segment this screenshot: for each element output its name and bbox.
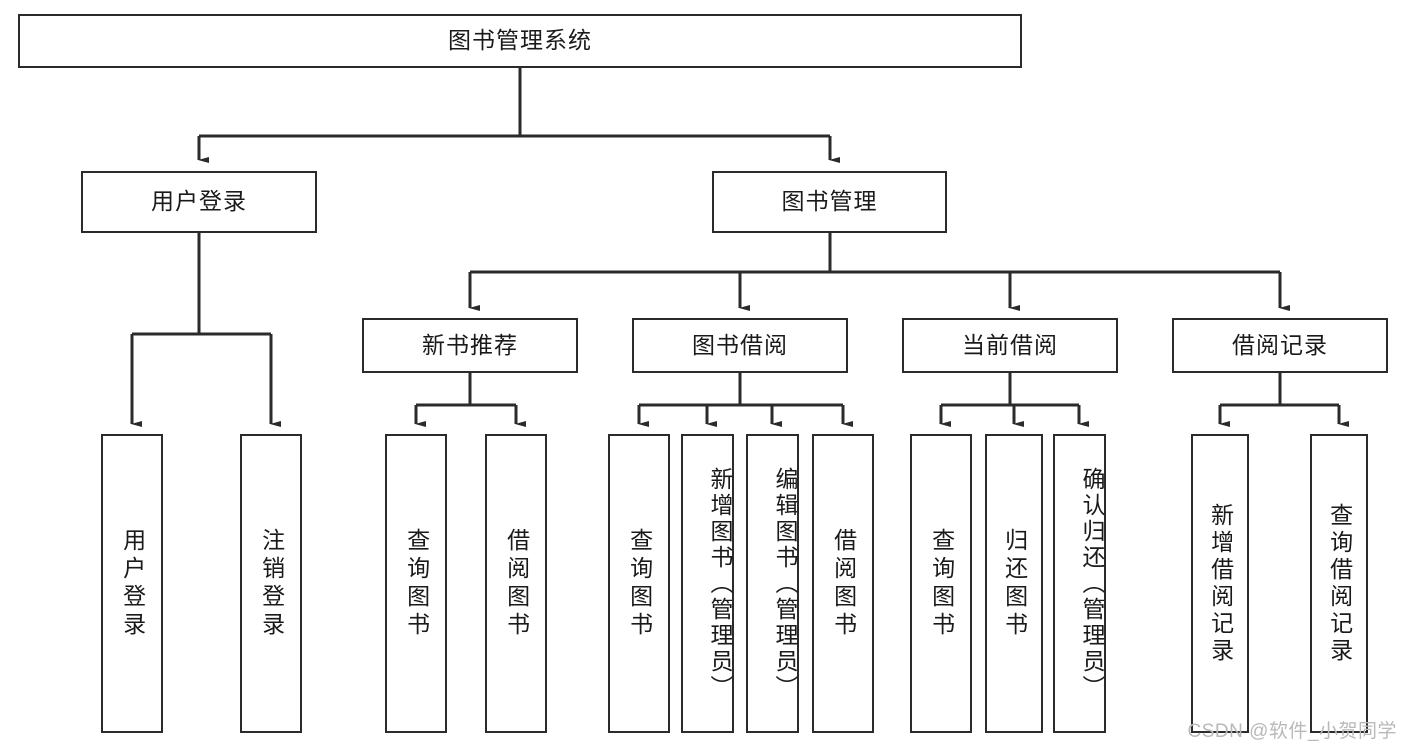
node-leaf-query-book-1[interactable]: 查询图书 [385,434,447,733]
node-leaf-edit-book-label: 编辑图书（管理员） [772,466,798,701]
node-book-manage-label: 图书管理 [781,188,878,215]
node-root[interactable]: 图书管理系统 [18,14,1022,68]
node-leaf-user-logout[interactable]: 注销登录 [240,434,302,733]
node-borrow-record-label: 借阅记录 [1232,331,1328,358]
node-leaf-confirm-return[interactable]: 确认归还（管理员） [1053,434,1106,733]
node-leaf-query-book-3-label: 查询图书 [928,527,955,640]
node-root-label: 图书管理系统 [448,27,592,54]
watermark: CSDN @软件_小贺同学 [1187,721,1397,742]
node-user-login-label: 用户登录 [151,188,247,215]
node-user-login[interactable]: 用户登录 [81,171,317,233]
node-leaf-query-record[interactable]: 查询借阅记录 [1310,434,1368,733]
node-leaf-query-book-1-label: 查询图书 [403,527,430,640]
node-leaf-add-book[interactable]: 新增图书（管理员） [681,434,734,733]
node-leaf-user-logout-label: 注销登录 [258,527,285,640]
node-leaf-return-book[interactable]: 归还图书 [985,434,1043,733]
node-new-book-recommend-label: 新书推荐 [422,331,518,358]
node-leaf-query-record-label: 查询借阅记录 [1326,502,1353,665]
node-leaf-query-book-2-label: 查询图书 [626,527,653,640]
node-book-borrow[interactable]: 图书借阅 [632,318,848,373]
node-book-manage[interactable]: 图书管理 [712,171,947,233]
node-book-borrow-label: 图书借阅 [692,331,788,358]
node-borrow-record[interactable]: 借阅记录 [1172,318,1388,373]
node-leaf-confirm-return-label: 确认归还（管理员） [1079,466,1105,701]
node-leaf-borrow-book-1-label: 借阅图书 [503,527,530,640]
node-leaf-add-book-label: 新增图书（管理员） [707,466,733,701]
node-leaf-edit-book[interactable]: 编辑图书（管理员） [746,434,799,733]
node-leaf-borrow-book-2[interactable]: 借阅图书 [812,434,874,733]
node-leaf-user-login-label: 用户登录 [119,527,146,640]
node-leaf-add-record-label: 新增借阅记录 [1207,502,1234,665]
node-leaf-user-login[interactable]: 用户登录 [101,434,163,733]
node-new-book-recommend[interactable]: 新书推荐 [362,318,578,373]
node-leaf-query-book-2[interactable]: 查询图书 [608,434,670,733]
node-current-borrow[interactable]: 当前借阅 [902,318,1118,373]
node-current-borrow-label: 当前借阅 [962,331,1058,358]
node-leaf-query-book-3[interactable]: 查询图书 [910,434,972,733]
node-leaf-borrow-book-2-label: 借阅图书 [830,527,857,640]
node-leaf-add-record[interactable]: 新增借阅记录 [1191,434,1249,733]
node-leaf-borrow-book-1[interactable]: 借阅图书 [485,434,547,733]
node-leaf-return-book-label: 归还图书 [1001,527,1028,640]
